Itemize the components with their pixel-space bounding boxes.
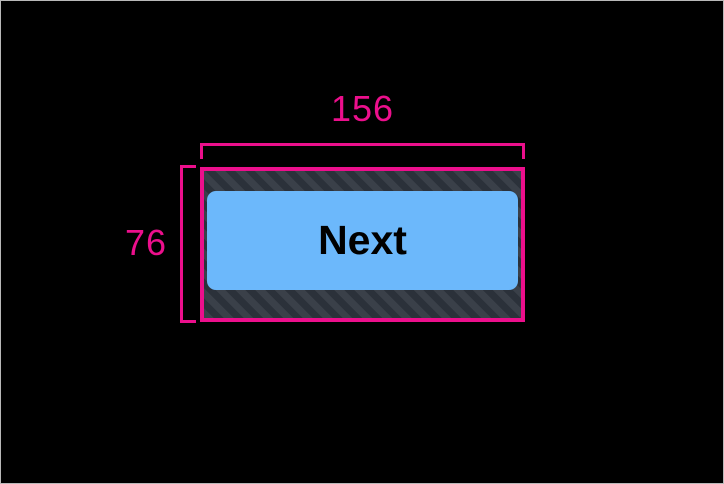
width-dimension-bracket [200, 143, 525, 159]
element-padding-hatch-region: Next [204, 171, 521, 318]
next-button[interactable]: Next [207, 191, 518, 290]
height-dimension-label: 76 [124, 222, 167, 263]
button-container: Next [204, 191, 521, 290]
element-bounding-box: Next [200, 167, 525, 322]
height-dimension-bracket [180, 165, 196, 323]
padding-hatch-bottom [204, 290, 521, 318]
padding-hatch-top [204, 171, 521, 191]
width-dimension-label: 156 [330, 88, 395, 129]
